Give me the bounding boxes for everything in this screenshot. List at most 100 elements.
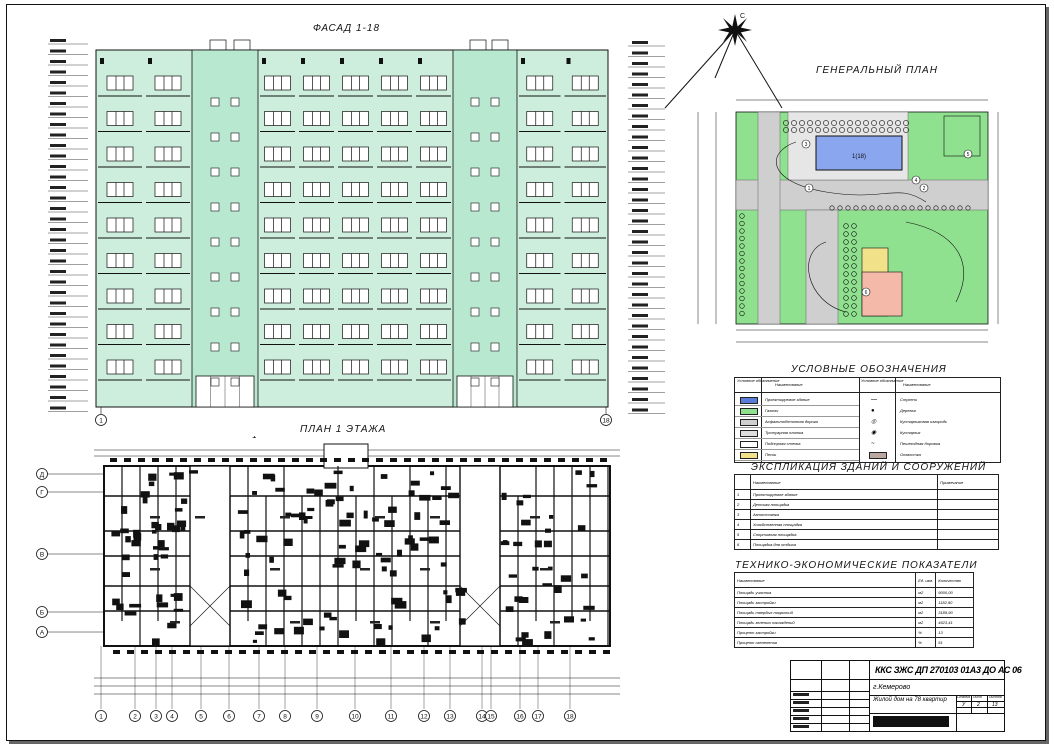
window [303,288,330,304]
building [815,135,903,171]
table-cell: 4 [734,519,751,530]
window-mark [183,650,190,654]
window-mark [197,650,204,654]
fixture [428,536,439,544]
svg-text:С: С [740,13,745,20]
level-value [632,335,648,338]
title-company-stamp [873,716,949,727]
window-mark [239,650,246,654]
legend-item: Проектируемое здание [765,397,810,402]
area-label [430,516,440,519]
hedge-icon [941,205,947,211]
window [381,217,408,233]
level-value [50,375,66,378]
hedge-icon [837,205,843,211]
fixture [125,536,131,543]
window-mark [320,458,327,462]
stair-window [210,202,220,212]
table-cell: Площадь твердых покрытий [733,607,917,618]
attic-vent [262,58,266,64]
plan-axis-bottom-17-circle [532,710,544,722]
window [342,111,369,126]
window [154,253,182,268]
tree-icon [815,127,821,133]
level-value [50,291,66,294]
fixture [583,605,595,610]
indicators-table: Наименование Ед. изм. Количество Площадь… [733,572,974,648]
stair-window [490,342,500,352]
table-cell: Спортивная площадка [749,529,939,540]
plan-axis-3-circle [36,548,48,560]
tree-icon [739,228,745,234]
window-mark [267,650,274,654]
fixture [521,519,531,526]
window [342,217,369,233]
table-cell: 2 [734,499,751,510]
level-value [50,396,66,399]
title-stage: У [962,702,966,708]
window [264,111,291,126]
fixture [513,541,523,547]
table-cell: Процент озеленения [733,637,917,648]
legend-item: Подпорная стенка [765,441,801,446]
window [381,253,408,268]
stair-window [470,307,480,317]
fixture [518,597,529,603]
fixture [410,543,419,551]
fixture [133,529,140,538]
level-value [50,112,66,116]
site-marker-label: 1 [808,186,811,192]
window-mark [127,650,134,654]
window [420,324,447,339]
plan-axis-bottom-1-label: 1 [99,713,103,720]
table-cell [937,499,999,510]
window [420,217,447,233]
table-cell: 4623,41 [935,617,974,628]
level-value [50,154,66,158]
window-mark [421,650,428,654]
window [571,111,599,126]
fixture [293,626,304,635]
plan-axis-bottom-16-circle [514,710,526,722]
level-value [50,354,66,357]
fixture [325,500,334,507]
title-block: ККС ЗЖС ДП 270103 01А3 ДО АС 06 г.Кемеро… [790,660,1022,732]
tree-icon [863,127,869,133]
fixture [169,472,180,476]
table-cell: 51 [935,637,974,648]
table-cell: м2 [915,587,937,598]
fixture [167,522,175,531]
level-value [50,60,66,63]
fixture [131,540,141,547]
level-value [50,238,66,242]
tree-icon [843,231,849,237]
site-marker-label: 4 [915,178,918,184]
tree-icon [783,127,789,133]
fixture [252,639,257,643]
window [420,75,447,91]
window-mark [278,458,285,462]
fixture [274,628,284,635]
table-cell: м2 [915,607,937,618]
area-label [550,621,560,624]
window [342,359,369,375]
window-mark [446,458,453,462]
tree-icon [843,271,849,277]
window [571,288,599,304]
window-mark [491,650,498,654]
fixture [334,557,346,565]
tree-icon [739,288,745,294]
tree-icon [823,127,829,133]
elevator-bay [323,443,369,469]
window [381,111,408,126]
window [303,253,330,268]
window [526,111,554,126]
stair-window [230,342,240,352]
fixture [376,638,386,646]
level-value [50,333,66,336]
fixture [303,518,308,524]
fixture [408,490,415,496]
window [381,359,408,375]
window [526,288,554,304]
level-value [50,91,66,95]
